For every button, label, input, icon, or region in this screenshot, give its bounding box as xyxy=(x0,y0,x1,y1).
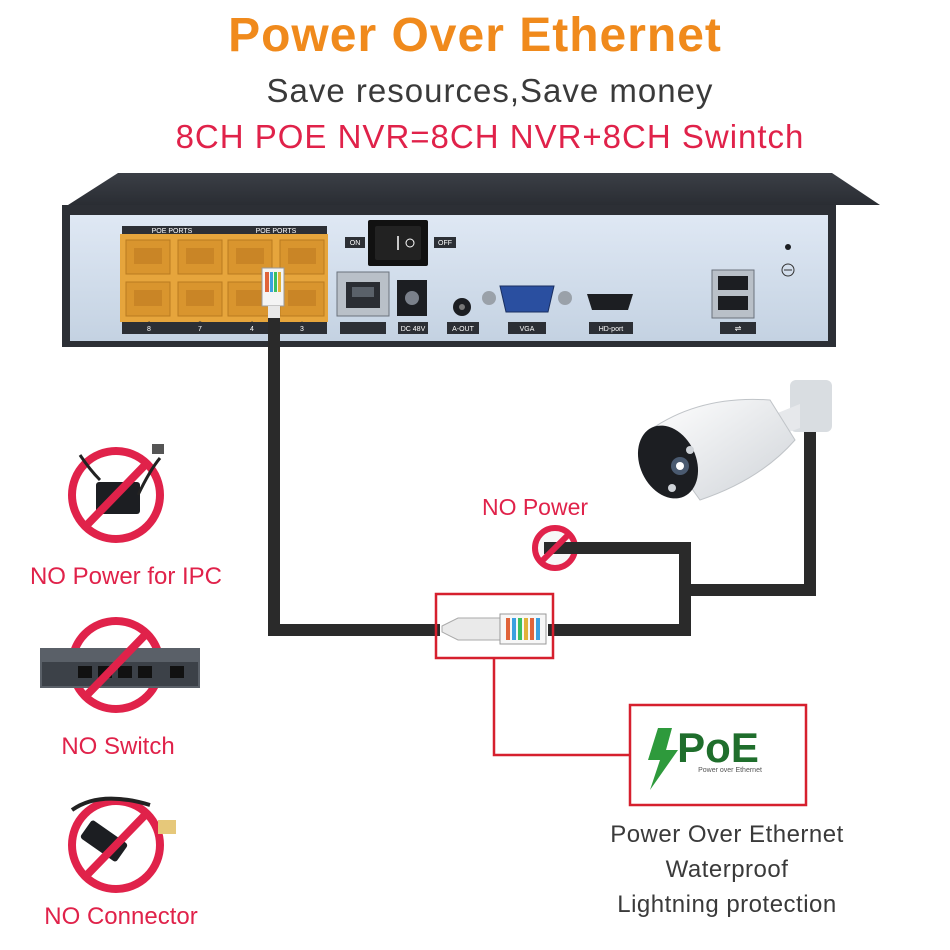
dc-label: DC 48V xyxy=(401,326,426,333)
port-number: 8 xyxy=(147,326,151,333)
switch-off-label: OFF xyxy=(438,240,452,247)
feature-lightning: Lightning protection xyxy=(617,891,837,918)
poe-port-socket xyxy=(236,248,264,264)
hdport-label: HD-port xyxy=(599,326,624,333)
poe-port-socket xyxy=(288,248,316,264)
poe-port-socket xyxy=(134,290,162,306)
poe-port-socket xyxy=(186,248,214,264)
lightning-icon xyxy=(648,728,678,790)
power-switch: ON OFF xyxy=(345,220,456,266)
cable-path xyxy=(268,318,816,636)
poe-ports-block: POE PORTS POE PORTS 8 7 4 3 6 5 2 1 xyxy=(120,226,328,334)
audio-out-port: A-OUT xyxy=(447,298,479,334)
aout-label: A-OUT xyxy=(452,326,475,333)
no-connector-label: NO Connector xyxy=(44,903,198,930)
no-power-adapter-icon xyxy=(68,444,164,543)
poe-logo-subtext: Power over Ethernet xyxy=(698,767,762,774)
no-switch-icon xyxy=(40,617,200,713)
nvr-device: POE PORTS POE PORTS 8 7 4 3 6 5 2 1 ON xyxy=(62,173,880,347)
poe-logo-text: PoE xyxy=(677,724,759,771)
no-connector-icon xyxy=(68,796,176,893)
hdmi-port: HD-port xyxy=(587,294,633,334)
rj45-inline-connector xyxy=(434,592,555,660)
no-switch-label: NO Switch xyxy=(61,733,175,760)
vga-port: VGA xyxy=(482,285,572,334)
page-tagline: 8CH POE NVR=8CH NVR+8CH Swintch xyxy=(175,118,805,155)
port-number: 2 xyxy=(250,322,254,328)
lan-port xyxy=(336,271,390,334)
feature-waterproof: Waterproof xyxy=(665,856,789,883)
no-power-label: NO Power xyxy=(482,494,588,520)
poe-port-grid xyxy=(125,239,325,317)
poe-port-socket xyxy=(134,248,162,264)
port-number: 3 xyxy=(300,326,304,333)
feature-poe: Power Over Ethernet xyxy=(610,821,844,848)
poe-port-socket xyxy=(236,290,264,306)
page-title: Power Over Ethernet xyxy=(228,9,722,62)
nvr-top-lid xyxy=(68,173,880,205)
switch-on-label: ON xyxy=(350,240,361,247)
no-power-symbol: NO Power xyxy=(482,494,588,571)
vga-label: VGA xyxy=(520,326,535,333)
poe-port-socket xyxy=(288,290,316,306)
ip-camera-icon xyxy=(637,380,832,501)
callout-line xyxy=(492,658,630,757)
port-number: 5 xyxy=(198,322,202,328)
port-number: 7 xyxy=(198,326,202,333)
no-power-ipc-label: NO Power for IPC xyxy=(29,563,223,590)
page-subtitle: Save resources,Save money xyxy=(266,72,714,109)
ground-icon xyxy=(781,263,795,277)
usb-ports: ⇌ xyxy=(711,269,756,334)
reset-hole xyxy=(785,244,791,250)
poe-logo: PoE Power over Ethernet xyxy=(628,703,808,807)
port-number: 6 xyxy=(147,322,151,328)
dc-jack: DC 48V xyxy=(397,280,428,334)
svg-text:⇌: ⇌ xyxy=(735,324,742,333)
poe-ports-label-left: POE PORTS xyxy=(152,228,193,235)
port-number: 4 xyxy=(250,326,254,333)
rj45-plug-top xyxy=(261,267,285,318)
poe-port-socket xyxy=(186,290,214,306)
poe-ports-label-right: POE PORTS xyxy=(256,228,297,235)
port-number: 1 xyxy=(300,322,304,328)
